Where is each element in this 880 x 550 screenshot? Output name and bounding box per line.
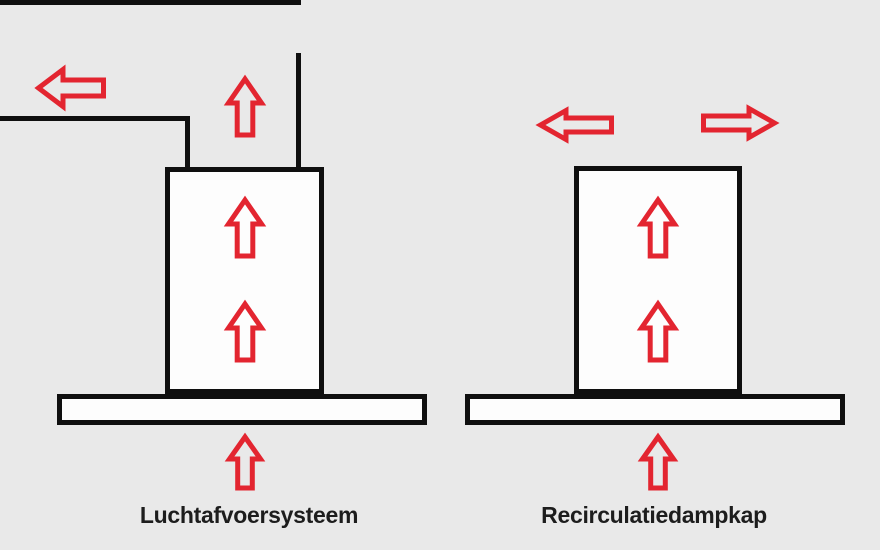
hood-up-arrow-icon	[636, 299, 680, 363]
intake-up-arrow-icon	[637, 432, 679, 491]
hood-base-plate	[57, 394, 427, 425]
duct-right-wall	[296, 53, 301, 169]
duct-top-line	[0, 0, 301, 5]
duct-bottom-line	[0, 116, 190, 121]
hood-up-arrow-icon	[636, 195, 680, 259]
intake-up-arrow-icon	[224, 432, 266, 491]
hood-up-arrow-icon	[223, 299, 267, 363]
exhaust-system-label: Luchtafvoersysteem	[139, 502, 359, 528]
recirc-left-arrow-icon	[535, 106, 614, 144]
recirc-right-arrow-icon	[701, 104, 780, 142]
hood-base-plate	[465, 394, 845, 425]
exhaust-left-arrow-icon	[34, 64, 106, 112]
recirculation-hood-label: Recirculatiedampkap	[541, 502, 767, 528]
duct-up-arrow-icon	[223, 74, 267, 138]
hood-body	[574, 166, 742, 394]
hood-up-arrow-icon	[223, 195, 267, 259]
duct-inner-wall	[185, 116, 190, 169]
